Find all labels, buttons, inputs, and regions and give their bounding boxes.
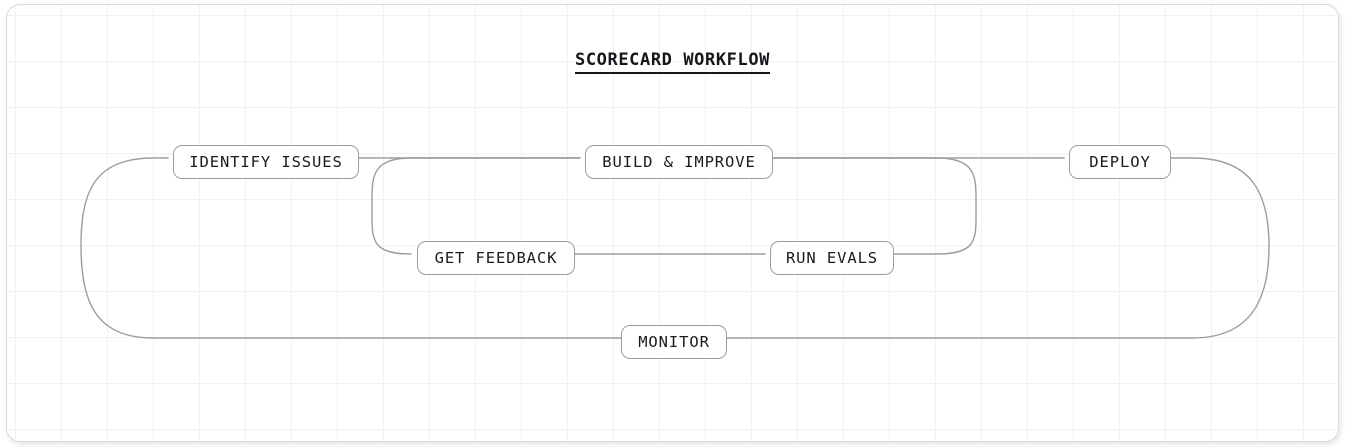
node-label-identify-issues: IDENTIFY ISSUES	[189, 153, 343, 171]
diagram-title-text: SCORECARD WORKFLOW	[574, 50, 771, 74]
node-deploy[interactable]: DEPLOY	[1069, 145, 1171, 179]
node-label-get-feedback: GET FEEDBACK	[434, 249, 558, 267]
diagram-board: SCORECARD WORKFLOW IDENTIFY ISSUES BUILD…	[6, 4, 1339, 442]
edge-monitor-to-identify	[80, 157, 622, 339]
node-label-run-evals: RUN EVALS	[785, 249, 879, 267]
node-identify-issues[interactable]: IDENTIFY ISSUES	[173, 145, 359, 179]
connector-layer	[80, 157, 1270, 339]
node-label-monitor: MONITOR	[638, 333, 710, 351]
node-label-deploy: DEPLOY	[1089, 153, 1151, 171]
node-label-build-improve: BUILD & IMPROVE	[602, 153, 756, 171]
node-run-evals[interactable]: RUN EVALS	[770, 241, 894, 275]
edge-run-evals-to-build	[766, 157, 977, 255]
node-monitor[interactable]: MONITOR	[621, 325, 727, 359]
edge-build-to-get-feedback	[371, 157, 581, 255]
diagram-title: SCORECARD WORKFLOW	[7, 50, 1338, 74]
edge-deploy-to-monitor	[724, 157, 1270, 339]
node-get-feedback[interactable]: GET FEEDBACK	[417, 241, 575, 275]
node-build-improve[interactable]: BUILD & IMPROVE	[585, 145, 773, 179]
